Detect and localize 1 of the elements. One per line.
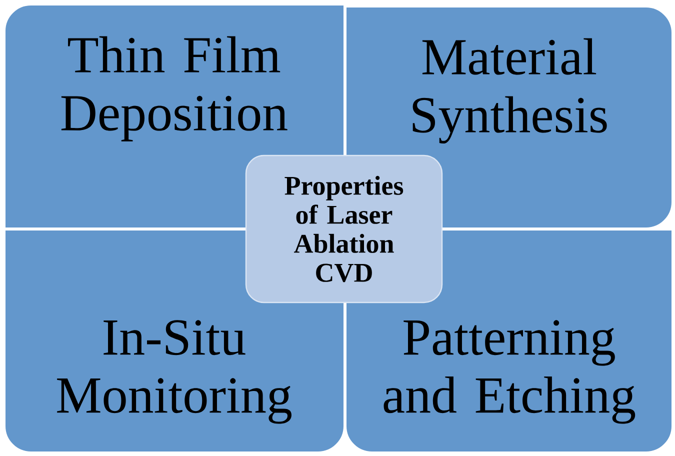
center-box: Properties of Laser Ablation CVD: [245, 154, 443, 304]
